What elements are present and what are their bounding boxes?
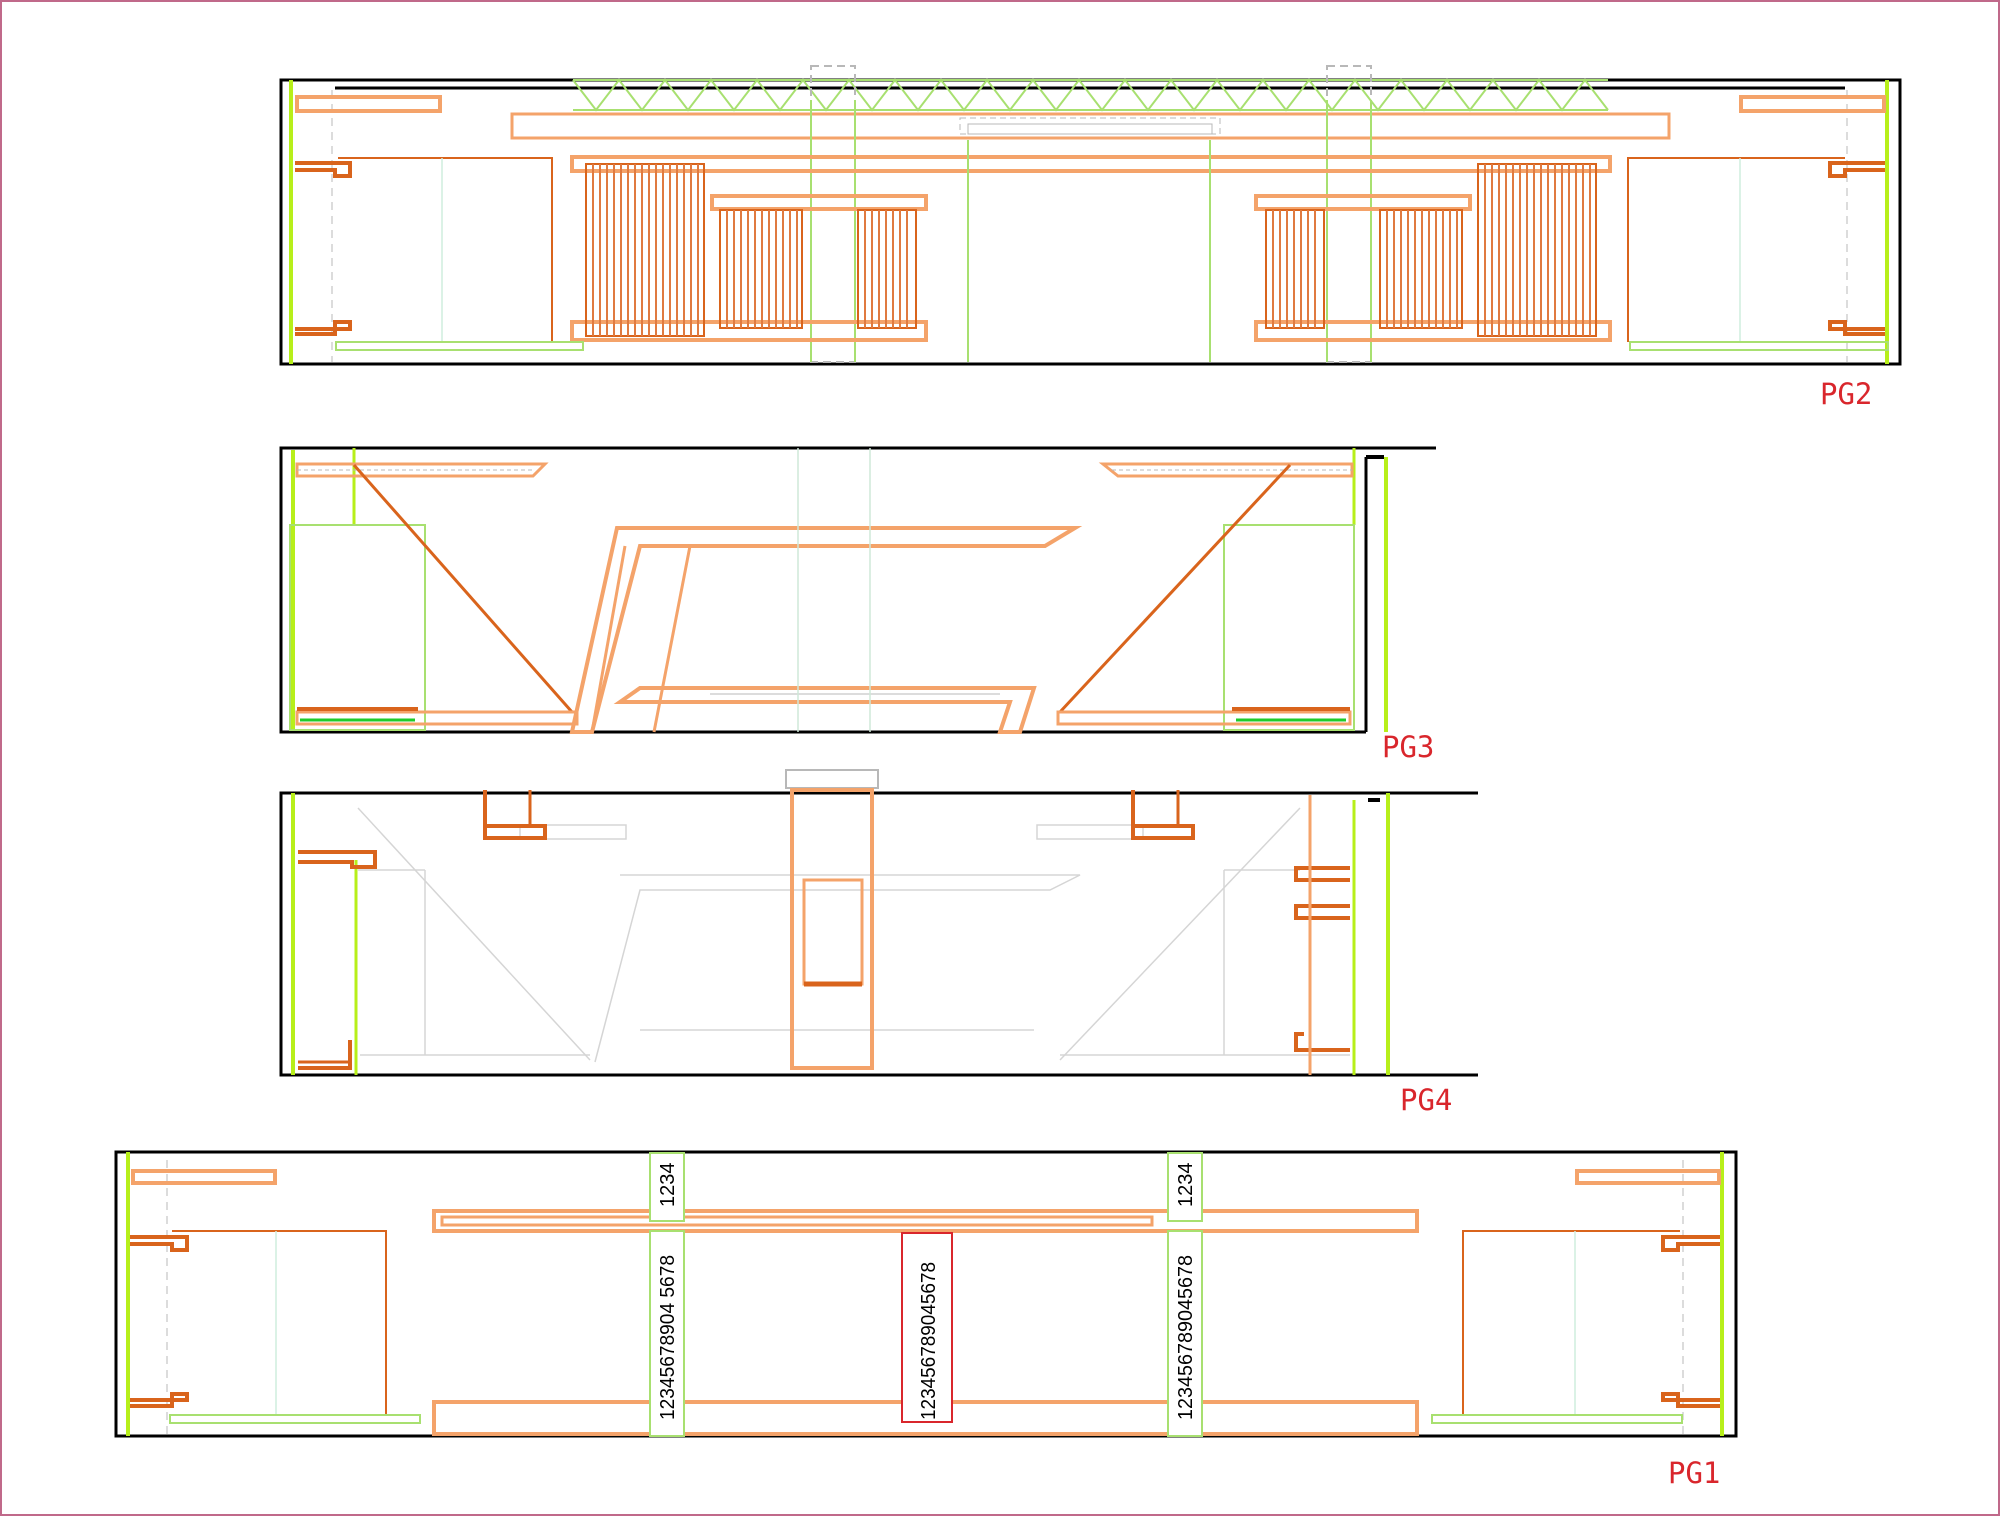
- label-pg2: PG2: [1820, 377, 1872, 411]
- label-pg3: PG3: [1382, 730, 1434, 764]
- pg1-column-right: [1167, 1230, 1203, 1437]
- pg1-column-right-top: [1167, 1152, 1203, 1222]
- pg1-column-left-text: 12345678904 5678: [657, 1255, 679, 1420]
- pg2-truss: [572, 78, 1609, 112]
- pg1-center-box: [901, 1232, 953, 1423]
- pg1-column-left-top-text: 1234: [657, 1163, 679, 1208]
- label-pg1: PG1: [1668, 1456, 1720, 1490]
- pg2-slats: [585, 163, 1597, 337]
- pg1-column-right-top-text: 1234: [1175, 1163, 1197, 1208]
- elevation-pg2: [279, 65, 1902, 366]
- elevation-pg3: [279, 446, 1436, 734]
- pg1-column-left: [649, 1230, 685, 1437]
- pg1-center-box-text: 123456789045678: [918, 1262, 940, 1420]
- pg1-column-left-top: [649, 1152, 685, 1222]
- elevation-pg4: [279, 769, 1478, 1077]
- elevation-pg1: [114, 1150, 1738, 1438]
- pg2-outline: [279, 78, 1902, 366]
- pg1-column-right-text: 123456789045678: [1175, 1255, 1197, 1420]
- label-pg4: PG4: [1400, 1083, 1452, 1117]
